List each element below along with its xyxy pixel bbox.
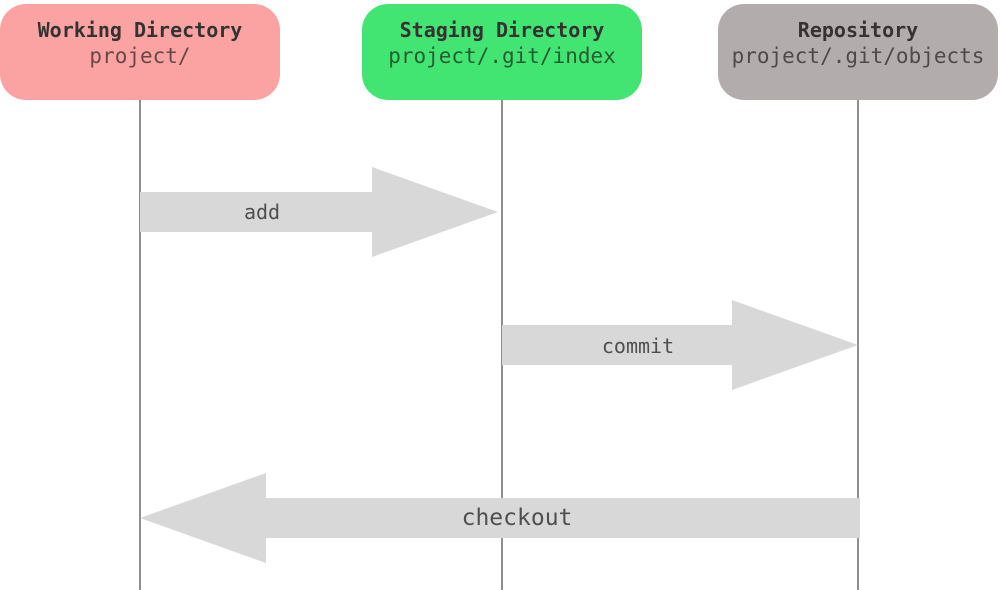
arrow-add-head-icon xyxy=(372,167,498,257)
arrow-commit-label: commit xyxy=(601,334,675,358)
arrow-checkout-shaft xyxy=(266,498,860,538)
arrow-checkout-head-icon xyxy=(140,473,266,563)
lane-box-staging-directory: Staging Directory project/.git/index xyxy=(362,4,642,100)
lane-title-repository: Repository xyxy=(797,18,919,42)
arrow-commit-shaft xyxy=(502,325,732,365)
lane-title-staging-directory: Staging Directory xyxy=(399,18,605,42)
lane-box-working-directory: Working Directory project/ xyxy=(0,4,280,100)
lane-subtitle-staging-directory: project/.git/index xyxy=(388,44,616,68)
lane-box-repository: Repository project/.git/objects xyxy=(718,4,998,100)
arrow-add-label: add xyxy=(243,200,281,224)
arrow-checkout-label: checkout xyxy=(461,505,573,531)
lifeline-working-directory xyxy=(139,100,141,590)
lane-subtitle-working-directory: project/ xyxy=(89,44,191,68)
arrow-commit-head-icon xyxy=(732,300,858,390)
lifeline-repository xyxy=(857,100,859,590)
lane-title-working-directory: Working Directory xyxy=(37,18,243,42)
lane-subtitle-repository: project/.git/objects xyxy=(731,44,985,68)
arrow-add-shaft xyxy=(140,192,372,232)
